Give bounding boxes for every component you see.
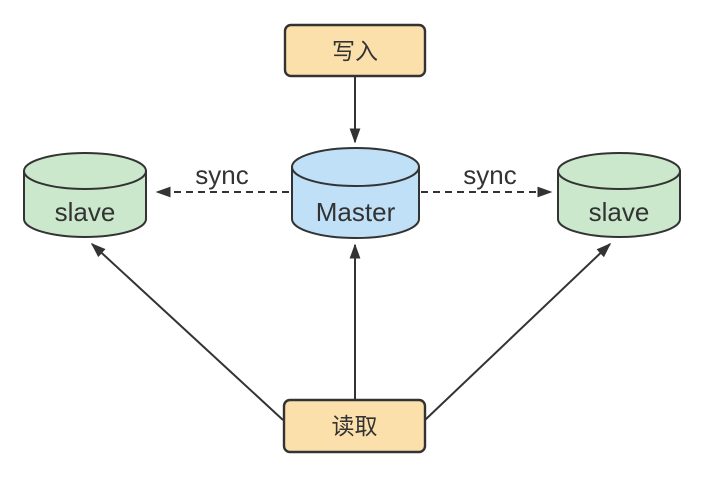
- arrow-up-right-icon: [424, 242, 612, 421]
- node-master: Master: [291, 147, 420, 239]
- arrow-up-left-icon: [90, 242, 284, 421]
- read-label: 读取: [332, 413, 378, 439]
- master-cylinder-body: [291, 166, 420, 239]
- right-slave-label: slave: [589, 197, 650, 227]
- node-right-slave: slave: [557, 152, 681, 238]
- sync-label-right: sync: [463, 160, 516, 190]
- edge-master-to-left-slave: sync: [155, 160, 289, 198]
- node-write: 写入: [283, 23, 427, 78]
- read-box: [282, 398, 427, 454]
- node-read: 读取: [282, 398, 427, 454]
- master-label: Master: [316, 197, 396, 227]
- write-label: 写入: [332, 38, 378, 64]
- right-slave-cylinder-top: [557, 152, 681, 190]
- sync-label-left: sync: [195, 160, 248, 190]
- left-slave-cylinder-top: [23, 152, 147, 190]
- edge-master-to-right-slave: sync: [421, 160, 553, 198]
- master-cylinder-top: [291, 147, 420, 187]
- left-slave-label: slave: [55, 197, 116, 227]
- edge-read-to-left-slave: [90, 242, 284, 421]
- write-box: [283, 23, 427, 78]
- edge-read-to-right-slave: [424, 242, 612, 421]
- node-left-slave: slave: [23, 152, 147, 238]
